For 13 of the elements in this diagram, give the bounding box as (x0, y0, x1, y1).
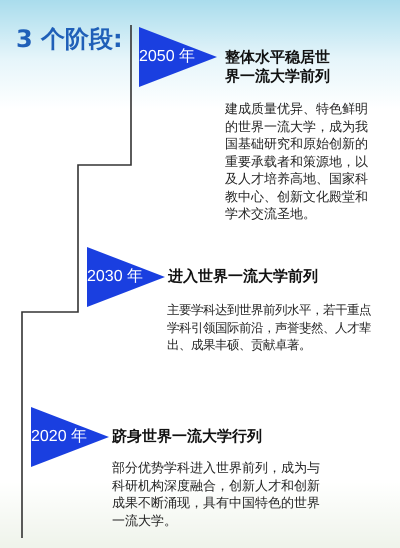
year-label: 2020 年 (31, 427, 88, 447)
stage-heading: 整体水平稳居世界一流大学前列 (225, 48, 331, 86)
title: 3 个阶段: (16, 24, 123, 55)
year-label: 2050 年 (139, 47, 196, 67)
pennant-flag (31, 407, 109, 467)
year-label: 2030 年 (87, 267, 144, 287)
stage-heading: 进入世界一流大学前列 (168, 267, 319, 286)
stage-description: 主要学科达到世界前列水平，若干重点学科引领国际前沿，声誉斐然、人才辈出、成果丰硕、贡献卓著。 (167, 302, 372, 354)
pennant-flag (87, 247, 165, 307)
stage-heading: 跻身世界一流大学行列 (112, 427, 263, 446)
stage-description: 部分优势学科进入世界前列，成为与科研机构深度融合，创新人才和创新成果不断涌现，具有中国特色的世界一流大学。 (112, 460, 321, 530)
stage-description: 建成质量优异、特色鲜明的世界一流大学，成为我国基础研究和原始创新的重要承载者和策源地，以及人才培养高地、国家科教中心、创新文化殿堂和学术交流圣地。 (225, 101, 369, 224)
pennant-flag (139, 27, 217, 87)
